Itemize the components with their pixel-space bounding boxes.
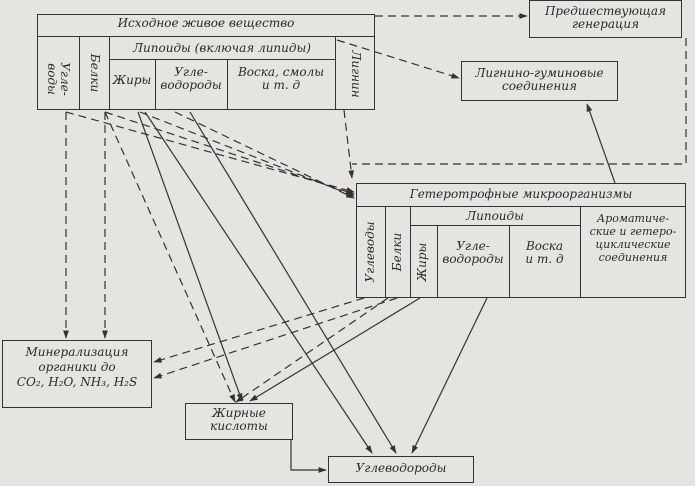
source-fats-to-hetero-arrow [139, 111, 355, 197]
source-hydrocarbons-to-hetero-arrow [174, 111, 355, 199]
source-to-fatty-acids-dashed-arrow [104, 111, 236, 403]
hetero-hydrocarbons-label: Угле-водороды [442, 239, 504, 266]
hydrocarbons-box [328, 456, 474, 483]
hetero-fats-to-fatty-acids-arrow [249, 297, 421, 402]
hetero-proteins-to-mineralization-arrow [153, 297, 398, 379]
hetero-to-hydrocarbons-arrow [411, 297, 488, 454]
source-hydrocarbons-to-hydrocarbons-arrow [189, 111, 397, 454]
lignin-to-lignin-humic-arrow [336, 39, 460, 79]
source-matter-box [37, 14, 375, 110]
hetero-to-fatty-acids-dashed-arrow [235, 297, 389, 403]
heterotrophic-title: Гетеротрофные микроорганизмы [409, 187, 633, 201]
lignin-to-hetero-arrow [343, 109, 355, 179]
hydrocarbons-label: Углеводороды [355, 461, 447, 475]
heterotrophic-box [356, 183, 686, 298]
hetero-to-lignin-humic-arrow [586, 103, 616, 184]
source-proteins-to-hetero-arrow [104, 111, 355, 195]
hetero-lipids-header: Липоиды [466, 209, 524, 223]
fatty-acids-box [185, 403, 293, 440]
hetero-carbs-to-mineralization-arrow [153, 297, 365, 363]
fatty-acids-to-hydrocarbons-arrow [290, 440, 327, 473]
source-matter-title: Исходное живое вещество [117, 16, 295, 30]
source-lipids-header: Липоиды (включая липиды) [133, 41, 311, 55]
lignin-humic-box [461, 61, 618, 101]
previous-generation-box [529, 0, 682, 38]
source-hydrocarbons-label: Угле-водороды [160, 65, 222, 92]
fats-to-hydrocarbons-arrow [144, 111, 373, 454]
fats-to-fatty-acids-arrow [137, 111, 243, 402]
source-carbs-to-hetero-arrow [65, 111, 355, 193]
previous-generation-return-line [352, 38, 687, 165]
mineralization-box [2, 340, 152, 408]
source-fats-label: Жиры [112, 73, 152, 87]
